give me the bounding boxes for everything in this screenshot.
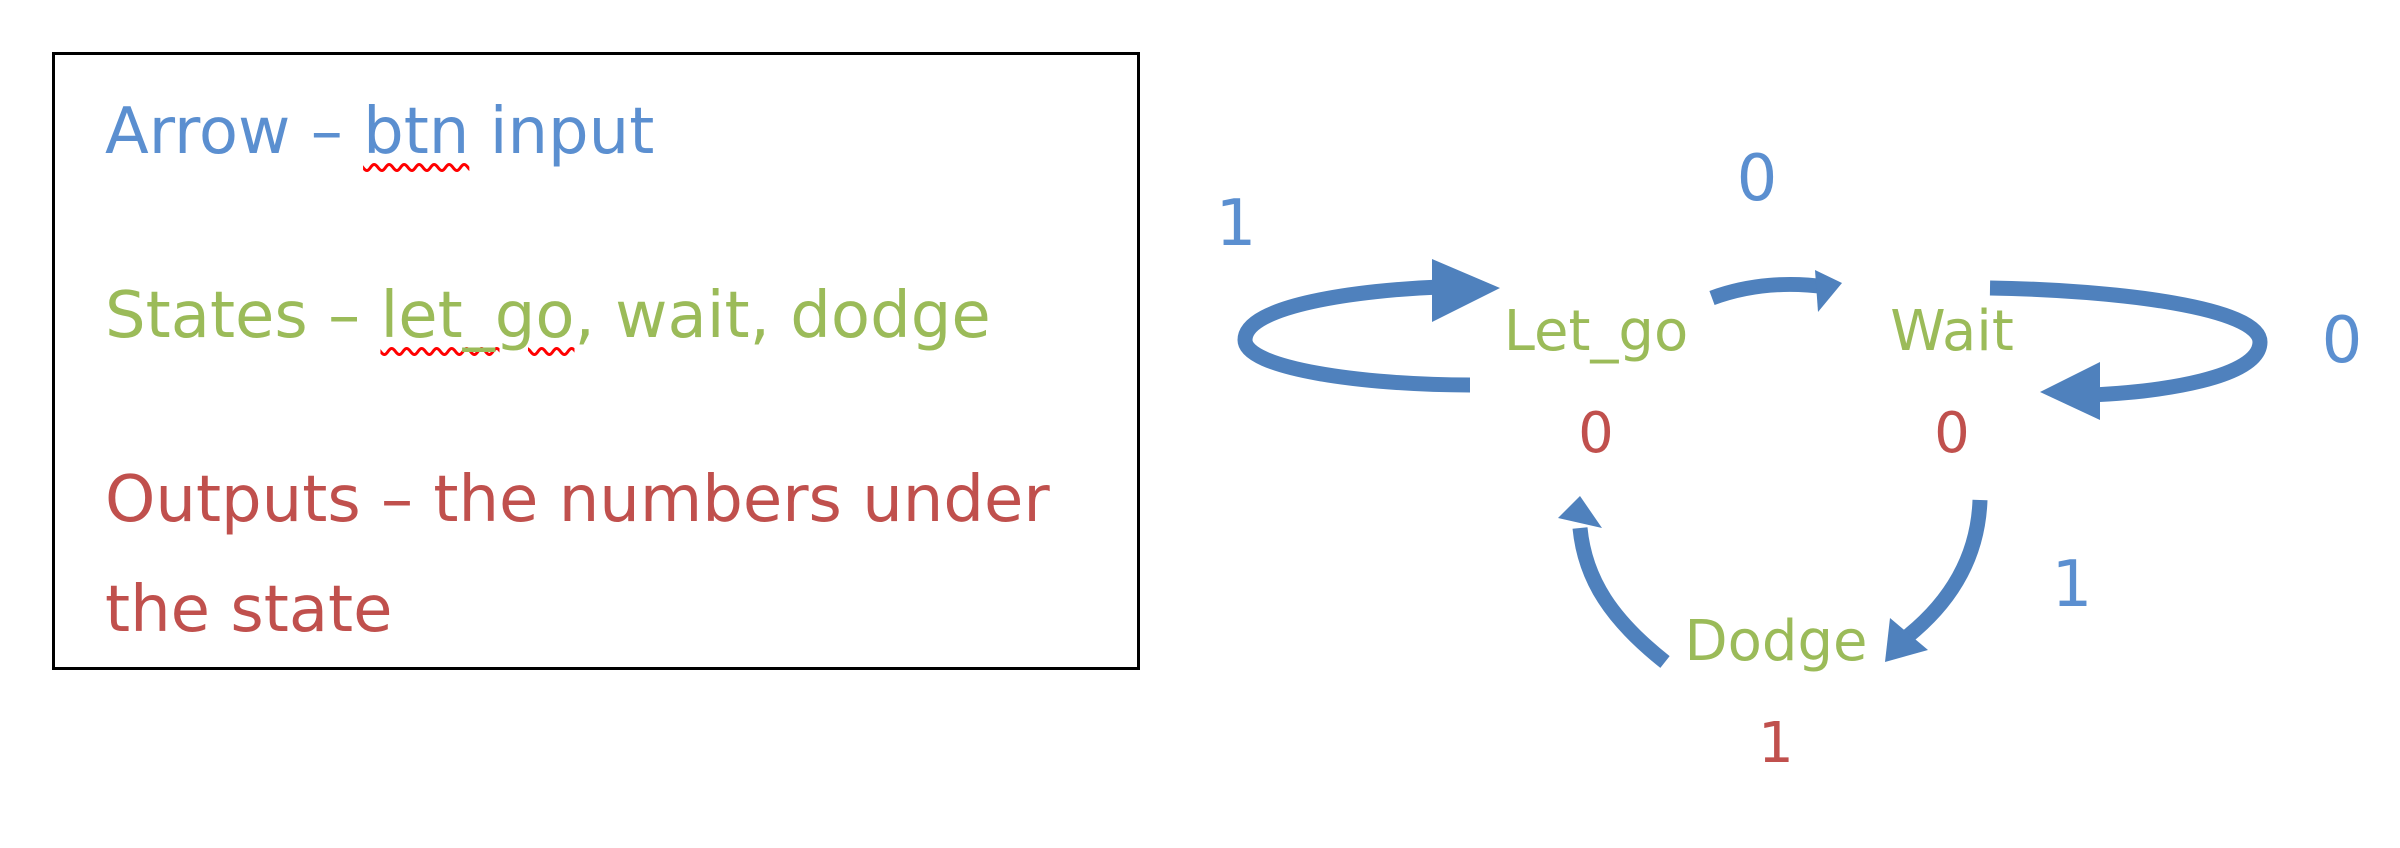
- legend-arrow-suffix: input: [469, 95, 655, 169]
- legend-states-prefix: States –: [105, 279, 381, 353]
- legend-states-term: let_go: [380, 279, 575, 353]
- legend-outputs-line-2: the state: [105, 573, 393, 647]
- let-go-to-wait-arrow: [1709, 277, 1828, 306]
- state-wait-name: Wait: [1890, 299, 2014, 364]
- legend-box: Arrow – btn input States – let_go, wait,…: [52, 52, 1140, 670]
- let-go-to-wait-input: 0: [1737, 142, 1778, 216]
- state-dodge-output: 1: [1758, 711, 1794, 776]
- legend-arrow-term: btn: [363, 95, 470, 169]
- state-let-go-output: 0: [1578, 401, 1614, 466]
- legend-outputs-line-1: Outputs – the numbers under: [105, 463, 1050, 537]
- dodge-to-let-go-arrowhead: [1558, 496, 1602, 528]
- wait-to-dodge-input: 1: [2052, 548, 2093, 622]
- legend-states-suffix: , wait, dodge: [574, 279, 991, 353]
- let-go-self-loop-arrow: [1237, 279, 1471, 393]
- wait-self-loop-input: 0: [2322, 304, 2363, 378]
- state-wait-output: 0: [1934, 401, 1970, 466]
- let-go-self-loop-input: 1: [1216, 187, 1257, 261]
- wait-to-dodge-arrow: [1903, 499, 1988, 642]
- let-go-self-loop-arrowhead: [1432, 259, 1500, 322]
- wait-self-loop-arrow: [1989, 280, 2268, 403]
- state-dodge-name: Dodge: [1685, 609, 1868, 674]
- legend-states-line: States – let_go, wait, dodge: [105, 261, 991, 371]
- wait-to-dodge-arrowhead: [1885, 618, 1928, 662]
- wait-self-loop-arrowhead: [2040, 362, 2100, 420]
- legend-arrow-line: Arrow – btn input: [105, 77, 654, 187]
- state-let-go-name: Let_go: [1504, 299, 1688, 364]
- dodge-to-let-go-arrow: [1572, 527, 1670, 668]
- legend-arrow-prefix: Arrow –: [105, 95, 364, 169]
- let-go-to-wait-arrowhead: [1815, 270, 1842, 312]
